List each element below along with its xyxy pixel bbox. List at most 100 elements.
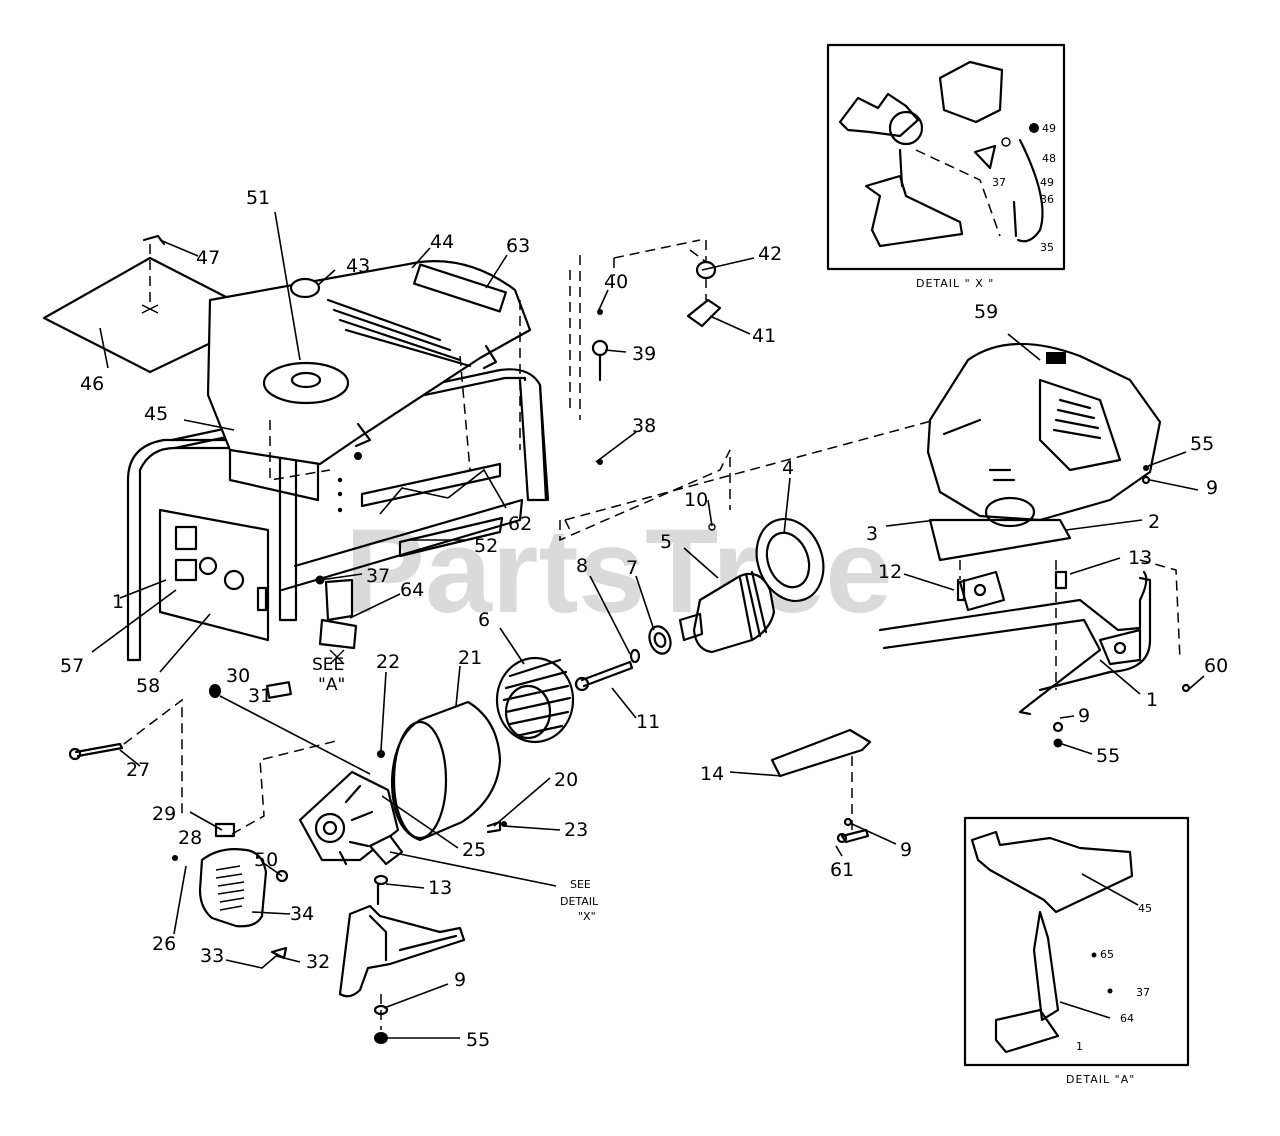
callouts: 1 1 2 3 4 5 6 7 8 9 9 9 9 10 11 12 13 13… xyxy=(60,187,1228,1051)
detail-x-screw xyxy=(1012,200,1018,238)
fan-housing-bore xyxy=(322,820,338,836)
handle-lower-inner xyxy=(368,914,458,962)
control-panel-outlet xyxy=(174,525,198,551)
handle-lower-nut xyxy=(374,1032,388,1044)
leader-see-x xyxy=(389,851,557,887)
rotor-windings xyxy=(738,570,768,642)
part-22-screw xyxy=(377,750,385,758)
small-parts xyxy=(68,239,872,960)
leader-11 xyxy=(611,687,637,719)
leader-10 xyxy=(707,499,713,527)
callout-30: 30 xyxy=(226,665,250,687)
callout-22: 22 xyxy=(376,651,400,673)
part-14-bracket xyxy=(770,728,872,778)
fuel-cap xyxy=(289,277,321,299)
callout-1: 1 xyxy=(112,591,124,613)
callout-9: 9 xyxy=(454,969,466,991)
tank-mount-point xyxy=(337,507,343,513)
tank-supports xyxy=(269,255,581,558)
fuel-tank-body xyxy=(206,260,532,466)
control-panel-plate xyxy=(158,508,270,642)
callout-46: 46 xyxy=(80,373,104,395)
leader-27 xyxy=(119,749,141,767)
detail-a-caption: DETAIL "A" xyxy=(1066,1073,1135,1086)
leader-61 xyxy=(835,845,843,857)
callout-64: 64 xyxy=(400,579,424,601)
tank-support-rail xyxy=(360,462,502,508)
leader-22 xyxy=(380,671,387,751)
detail-x-label: 48 xyxy=(1042,152,1056,165)
rotor-body xyxy=(692,572,776,654)
engine-block xyxy=(926,342,1162,522)
rotor-shaft xyxy=(678,612,704,642)
part-27-head xyxy=(68,747,82,761)
part-42-bushing xyxy=(695,260,717,280)
callout-42: 42 xyxy=(758,243,782,265)
leader-23 xyxy=(503,825,561,831)
alternator-axis-dash xyxy=(564,419,936,531)
engine-base-nut xyxy=(1053,738,1063,748)
leader-8 xyxy=(589,575,631,655)
leader-34 xyxy=(251,911,291,915)
air-filter xyxy=(495,656,575,744)
callout-32: 32 xyxy=(306,951,330,973)
callout-4: 4 xyxy=(782,457,794,479)
part-31-clip xyxy=(266,681,292,699)
leader-57 xyxy=(91,589,177,653)
handle-lower-mount xyxy=(373,874,389,886)
callout-51: 51 xyxy=(246,187,270,209)
engine-base-rail-lower xyxy=(882,618,1102,716)
air-filter-outer xyxy=(495,656,575,744)
leader-51 xyxy=(274,211,301,361)
leader-9d xyxy=(851,823,897,845)
engine-base-plate xyxy=(1098,628,1142,666)
leader-9c xyxy=(1059,715,1075,719)
engine-base-bracket xyxy=(958,570,1006,612)
fuel-tank-mount xyxy=(354,422,372,448)
leader-41 xyxy=(709,315,751,335)
detail-x-handle xyxy=(864,174,964,248)
detail-x-dash xyxy=(915,149,1001,237)
leader-27-dash xyxy=(123,698,183,814)
bearing-outer xyxy=(648,625,672,655)
leader-58 xyxy=(159,613,211,673)
part-30-nut xyxy=(209,684,221,698)
detail-a-nut xyxy=(1091,952,1097,958)
callout-50: 50 xyxy=(254,849,278,871)
part-39-grommet xyxy=(591,339,609,357)
fuel-tank xyxy=(206,260,532,502)
callout-9: 9 xyxy=(900,839,912,861)
callout-13: 13 xyxy=(1128,547,1152,569)
leaders xyxy=(91,211,1205,1039)
part-26-screw xyxy=(172,855,178,861)
through-bolt xyxy=(580,660,634,688)
engine-spark-cap xyxy=(1046,352,1066,364)
see-a-line2: "A" xyxy=(318,675,345,695)
leader-9 xyxy=(383,983,449,1009)
tank-mount-nut xyxy=(354,452,362,460)
leader-1 xyxy=(119,579,167,599)
leader-64 xyxy=(349,593,401,619)
fuel-tank-valve-boss xyxy=(482,344,498,370)
through-bolt-head xyxy=(574,676,590,692)
leader-26 xyxy=(173,865,187,935)
leader-37 xyxy=(319,573,363,581)
callout-37: 37 xyxy=(366,565,390,587)
engine-base-bolt-head xyxy=(1181,683,1191,693)
end-cover-vents xyxy=(215,865,245,911)
detail-x-tank-fragment xyxy=(838,92,920,138)
callout-63: 63 xyxy=(506,235,530,257)
callout-12: 12 xyxy=(878,561,902,583)
bracket-64-lower xyxy=(318,618,358,650)
callout-1: 1 xyxy=(1146,689,1158,711)
leader-44 xyxy=(411,247,431,269)
stator-ring xyxy=(755,517,825,603)
leader-12 xyxy=(903,573,955,591)
callout-40: 40 xyxy=(604,271,628,293)
engine-base-nut xyxy=(1143,465,1149,471)
detail-x-caption: DETAIL " X " xyxy=(916,277,994,290)
callout-55: 55 xyxy=(466,1029,490,1051)
see-detail-x-line3: "X" xyxy=(578,910,596,923)
callout-11: 11 xyxy=(636,711,660,733)
callout-57: 57 xyxy=(60,655,84,677)
